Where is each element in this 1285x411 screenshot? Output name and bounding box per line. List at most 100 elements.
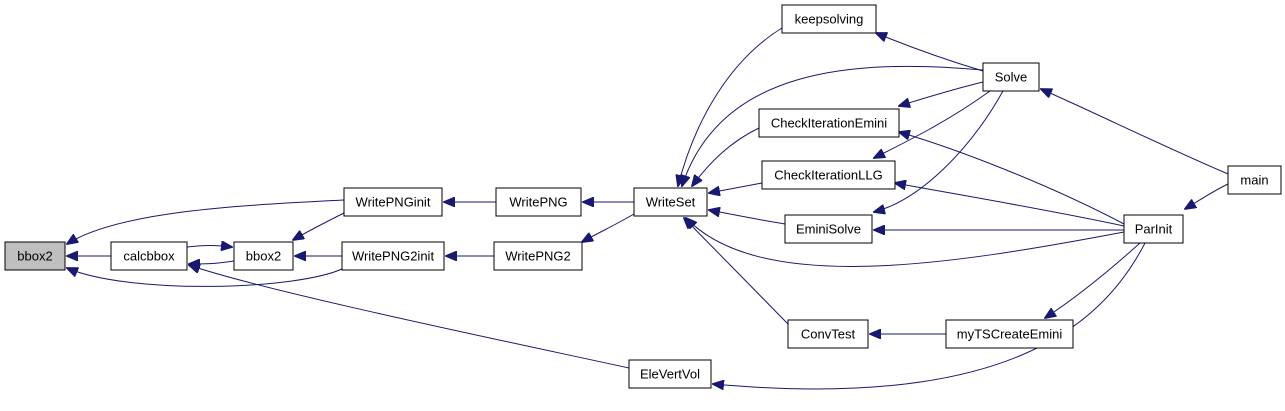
node-writepng2[interactable]: WritePNG2 <box>493 241 583 271</box>
edge-line <box>709 182 763 193</box>
node-box <box>343 187 443 217</box>
node-label: WritePNG <box>509 195 567 210</box>
edge-convtest-to-writeset <box>684 218 789 325</box>
edge-main-to-parinit <box>1185 183 1229 209</box>
edge-solve-to-keepsolving <box>876 33 984 72</box>
edge-line <box>582 213 635 242</box>
node-box <box>628 359 712 389</box>
node-convtest[interactable]: ConvTest <box>787 319 869 349</box>
node-box <box>233 241 294 271</box>
node-eminisolve[interactable]: EminiSolve <box>784 214 873 244</box>
edge-line <box>874 90 991 158</box>
edge-line <box>876 33 984 72</box>
edge-parinit-to-checkiterationemini <box>899 132 1127 226</box>
edge-solve-to-eminisolve <box>874 90 1004 212</box>
node-parinit[interactable]: ParInit <box>1123 214 1184 244</box>
edge-parinit-to-elevertvol <box>713 242 1146 389</box>
edge-line <box>686 218 1125 267</box>
node-checkiterationemini[interactable]: CheckIterationEmini <box>758 108 900 138</box>
node-label: bbox2 <box>246 249 281 264</box>
edge-line <box>684 218 789 325</box>
node-box <box>761 160 896 190</box>
node-writepnginit[interactable]: WritePNGinit <box>343 187 443 217</box>
edge-parinit-to-mytscreateemini <box>1045 242 1141 318</box>
node-box <box>495 187 582 217</box>
node-box <box>982 62 1040 92</box>
node-bbox2-root[interactable]: bbox2 <box>4 241 66 271</box>
node-label: myTSCreateEmini <box>957 327 1063 342</box>
node-label: CheckIterationEmini <box>771 116 887 131</box>
edge-line <box>67 199 345 244</box>
edge-line <box>189 261 235 264</box>
edge-line <box>899 132 1127 226</box>
edge-line <box>895 183 1125 227</box>
node-mytscreateemini[interactable]: myTSCreateEmini <box>945 319 1074 349</box>
edge-writeset-to-writepng2 <box>582 213 635 242</box>
edge-solve-to-writeset <box>682 65 984 186</box>
node-box <box>1227 165 1282 195</box>
edge-solve-to-checkiterationllg <box>874 90 991 158</box>
node-writepng2init[interactable]: WritePNG2init <box>341 241 445 271</box>
edge-line <box>1045 242 1141 318</box>
node-label: Solve <box>995 70 1028 85</box>
edge-parinit-to-checkiterationllg <box>895 183 1125 227</box>
edge-writepng2init-to-bbox2_root <box>67 268 345 287</box>
node-label: WritePNG2 <box>505 249 571 264</box>
node-label: WritePNG2init <box>352 249 435 264</box>
node-box <box>787 319 869 349</box>
node-solve[interactable]: Solve <box>982 62 1040 92</box>
node-checkiterationllg[interactable]: CheckIterationLLG <box>761 160 896 190</box>
node-label: EleVertVol <box>640 367 700 382</box>
edge-writepnginit-to-bbox2_root <box>67 199 345 244</box>
edge-line <box>692 127 760 186</box>
node-box <box>945 319 1074 349</box>
edge-line <box>67 268 345 287</box>
node-label: main <box>1240 173 1268 188</box>
edge-line <box>293 212 345 240</box>
edge-writepnginit-to-bbox2 <box>293 212 345 240</box>
node-calcbbox[interactable]: calcbbox <box>110 241 188 271</box>
node-keepsolving[interactable]: keepsolving <box>781 4 877 34</box>
node-box <box>758 108 900 138</box>
edge-line <box>1041 89 1229 175</box>
node-label: CheckIterationLLG <box>774 168 882 183</box>
edge-line <box>678 27 783 186</box>
node-label: WriteSet <box>646 195 696 210</box>
edge-calcbbox-to-bbox2 <box>186 246 232 248</box>
node-box <box>633 187 708 217</box>
node-label: calcbbox <box>123 249 175 264</box>
edge-line <box>189 265 630 369</box>
node-main[interactable]: main <box>1227 165 1282 195</box>
edge-line <box>899 81 984 106</box>
edge-line <box>874 90 1004 212</box>
edge-main-to-solve <box>1041 89 1229 175</box>
node-box <box>341 241 445 271</box>
edge-line <box>709 210 786 225</box>
node-label: WritePNGinit <box>356 195 431 210</box>
node-bbox2[interactable]: bbox2 <box>233 241 294 271</box>
edge-line <box>1185 183 1229 209</box>
node-box <box>110 241 188 271</box>
edge-eminisolve-to-writeset <box>709 210 786 225</box>
edge-checkiterationemini-to-writeset <box>692 127 760 186</box>
nodes-layer: bbox2 calcbbox bbox2 WritePNGinitWritePNG2i… <box>4 4 1282 389</box>
node-label: EminiSolve <box>796 222 861 237</box>
node-label: keepsolving <box>795 12 864 27</box>
node-writeset[interactable]: WriteSet <box>633 187 708 217</box>
node-box <box>493 241 583 271</box>
edge-line <box>682 65 984 186</box>
node-box <box>1123 214 1184 244</box>
edge-checkiterationllg-to-writeset <box>709 182 763 193</box>
edge-keepsolving-to-writeset <box>678 27 783 186</box>
edge-line <box>186 246 232 248</box>
edge-elevertvol-to-calcbbox <box>189 265 630 369</box>
node-elevertvol[interactable]: EleVertVol <box>628 359 712 389</box>
node-writepng[interactable]: WritePNG <box>495 187 582 217</box>
edge-solve-to-checkiterationemini <box>899 81 984 106</box>
edge-parinit-to-writeset <box>686 218 1125 267</box>
node-label: bbox2 <box>17 249 52 264</box>
node-label: ConvTest <box>801 327 856 342</box>
node-label: ParInit <box>1135 222 1173 237</box>
edge-bbox2-to-calcbbox <box>189 261 235 264</box>
